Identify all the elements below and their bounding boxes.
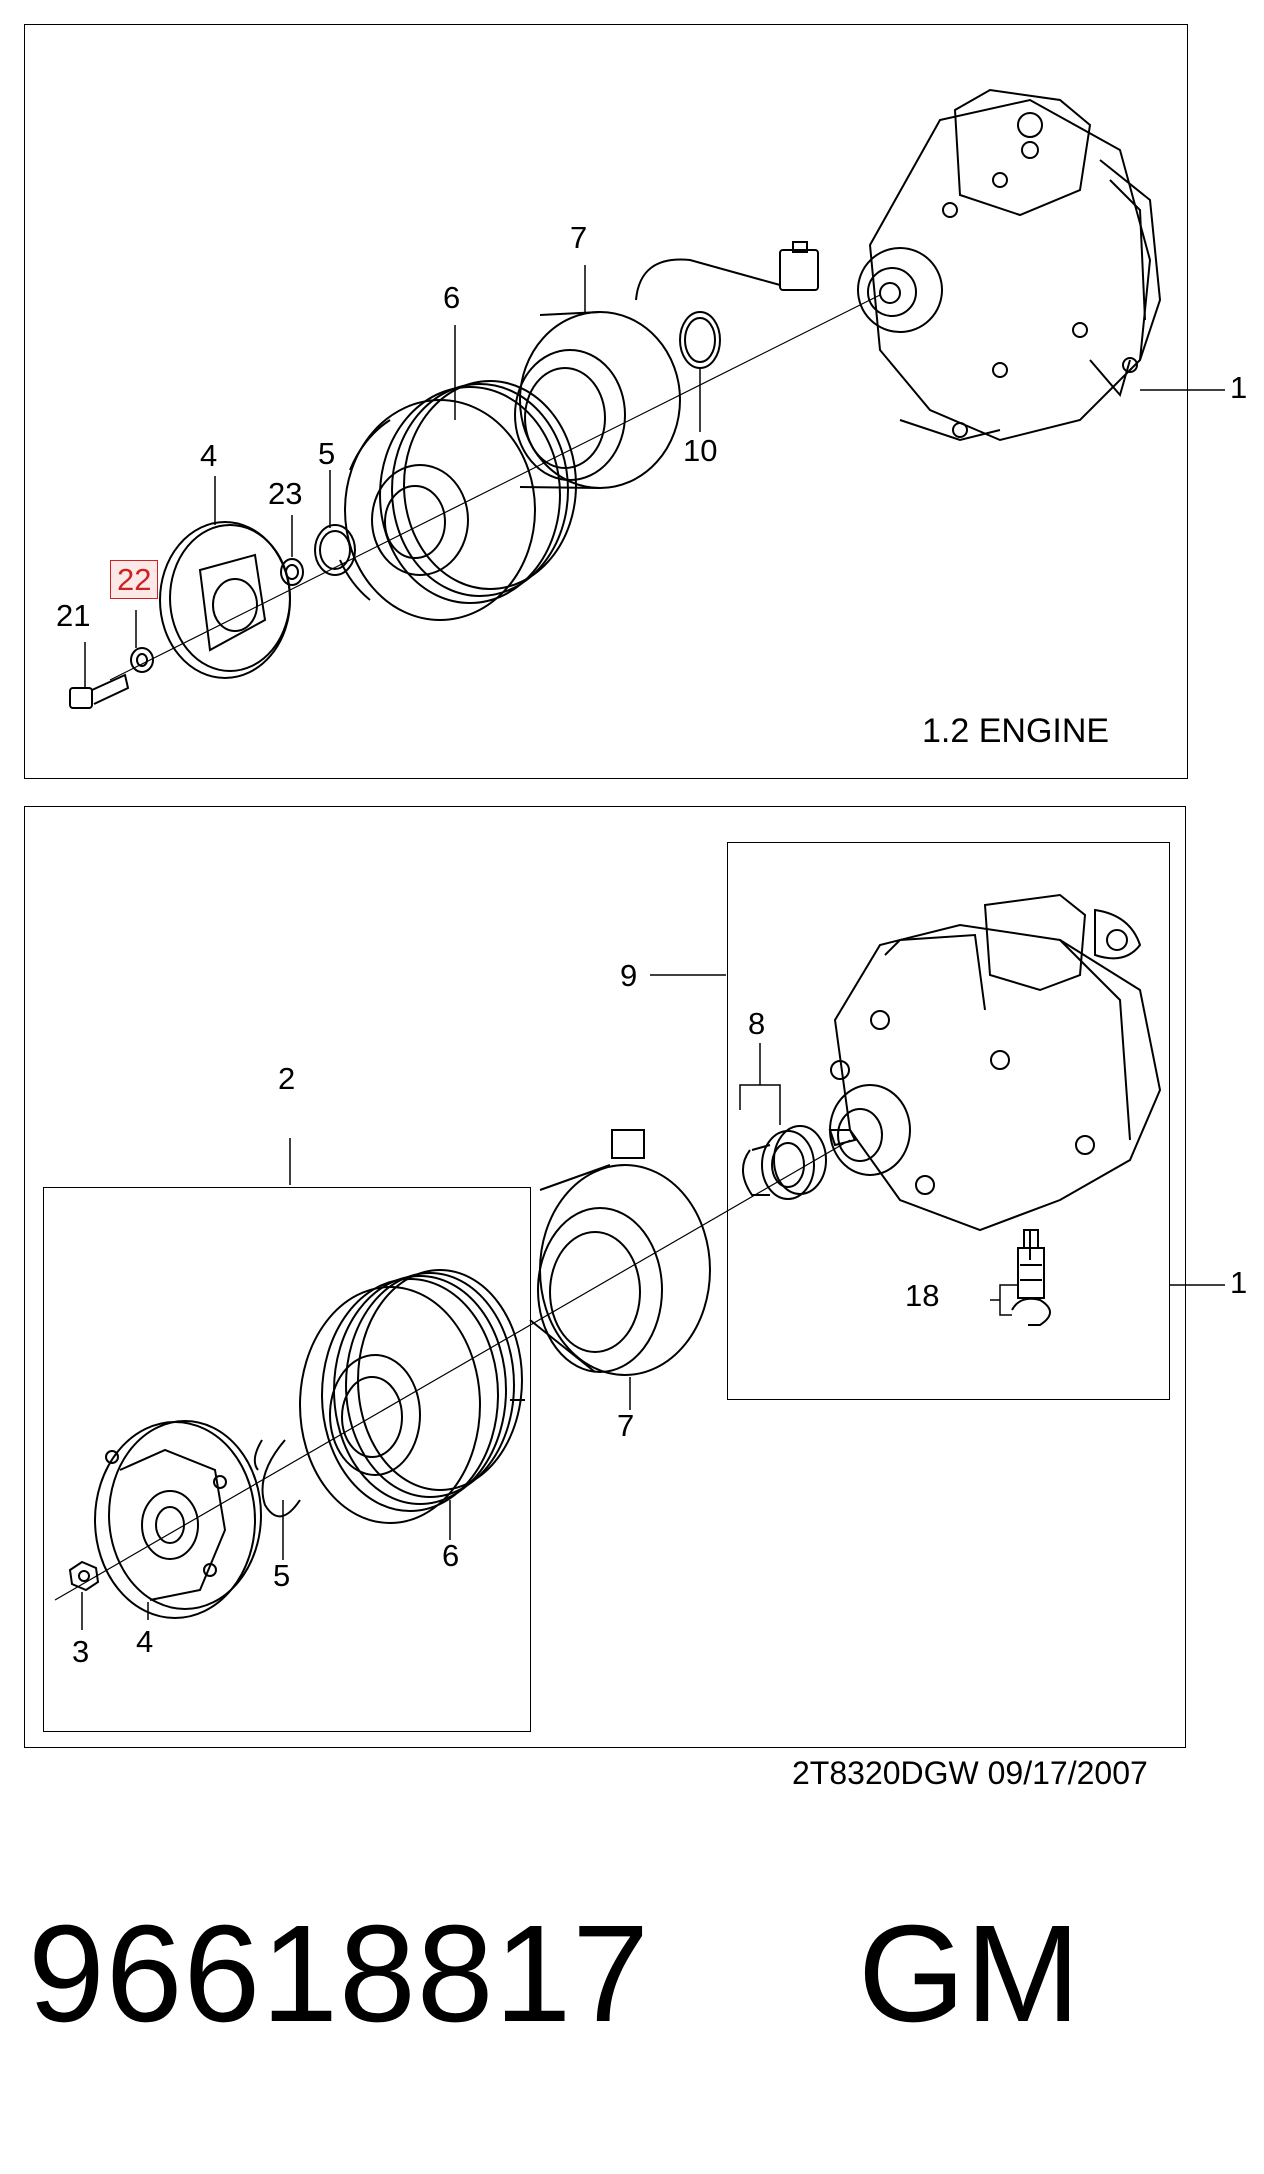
top-snap-ring-5	[314, 524, 356, 576]
callout-3-bottom: 3	[72, 1634, 90, 1669]
bottom-assembly-axis	[54, 1139, 851, 1601]
callout-7-top: 7	[570, 220, 588, 255]
engine-note: 1.2 ENGINE	[922, 712, 1110, 750]
top-snap-ring-10	[679, 311, 721, 369]
callout-8-bottom: 8	[748, 1006, 766, 1041]
part-number: 96618817	[28, 1897, 650, 2051]
callout-10-top: 10	[683, 433, 718, 468]
top-leader-lines	[84, 265, 1225, 688]
callout-22-selected[interactable]: 22	[110, 560, 159, 599]
bottom-valve-18	[1011, 1229, 1051, 1326]
callout-7-bottom: 7	[617, 1408, 635, 1443]
drawing-code: 2T8320DGW 09/17/2007	[792, 1755, 1148, 1791]
callout-6-top: 6	[443, 280, 461, 315]
brand-name: GM	[858, 1897, 1081, 2051]
callout-6-bottom: 6	[442, 1538, 460, 1573]
callout-4-top: 4	[200, 438, 218, 473]
callout-21-top: 21	[56, 598, 91, 633]
bottom-nut	[68, 1560, 100, 1592]
bottom-pulley	[299, 1269, 525, 1524]
clutch-subgroup-frame	[43, 1187, 531, 1732]
top-clutch-plate	[159, 521, 291, 679]
compressor-subgroup-frame	[727, 842, 1170, 1400]
callout-1-top: 1	[1230, 370, 1248, 405]
bottom-leader-lines	[81, 974, 1225, 1630]
top-shim-23	[280, 558, 304, 586]
top-washer-22	[130, 647, 154, 673]
callout-18-bottom: 18	[905, 1278, 940, 1313]
callout-1-bottom: 1	[1230, 1265, 1248, 1300]
callout-23-top: 23	[268, 476, 303, 511]
top-assembly-axis	[109, 294, 881, 681]
top-wire-harness	[635, 241, 819, 301]
callout-4-bottom: 4	[136, 1624, 154, 1659]
callout-5-bottom: 5	[273, 1558, 291, 1593]
top-diagram-panel	[24, 24, 1188, 779]
bottom-shaft-seal	[742, 1125, 827, 1200]
bottom-diagram-panel	[24, 806, 1186, 1748]
top-bolt-21	[69, 673, 130, 709]
bottom-field-coil	[529, 1129, 711, 1376]
callout-9-bottom: 9	[620, 958, 638, 993]
bottom-compressor-body	[828, 893, 1162, 1260]
top-compressor-body	[857, 88, 1162, 442]
callout-2-bottom: 2	[278, 1061, 296, 1096]
callout-5-top: 5	[318, 436, 336, 471]
top-pulley	[339, 380, 577, 621]
bottom-snap-ring	[253, 1439, 301, 1518]
bottom-clutch-plate	[94, 1420, 262, 1619]
